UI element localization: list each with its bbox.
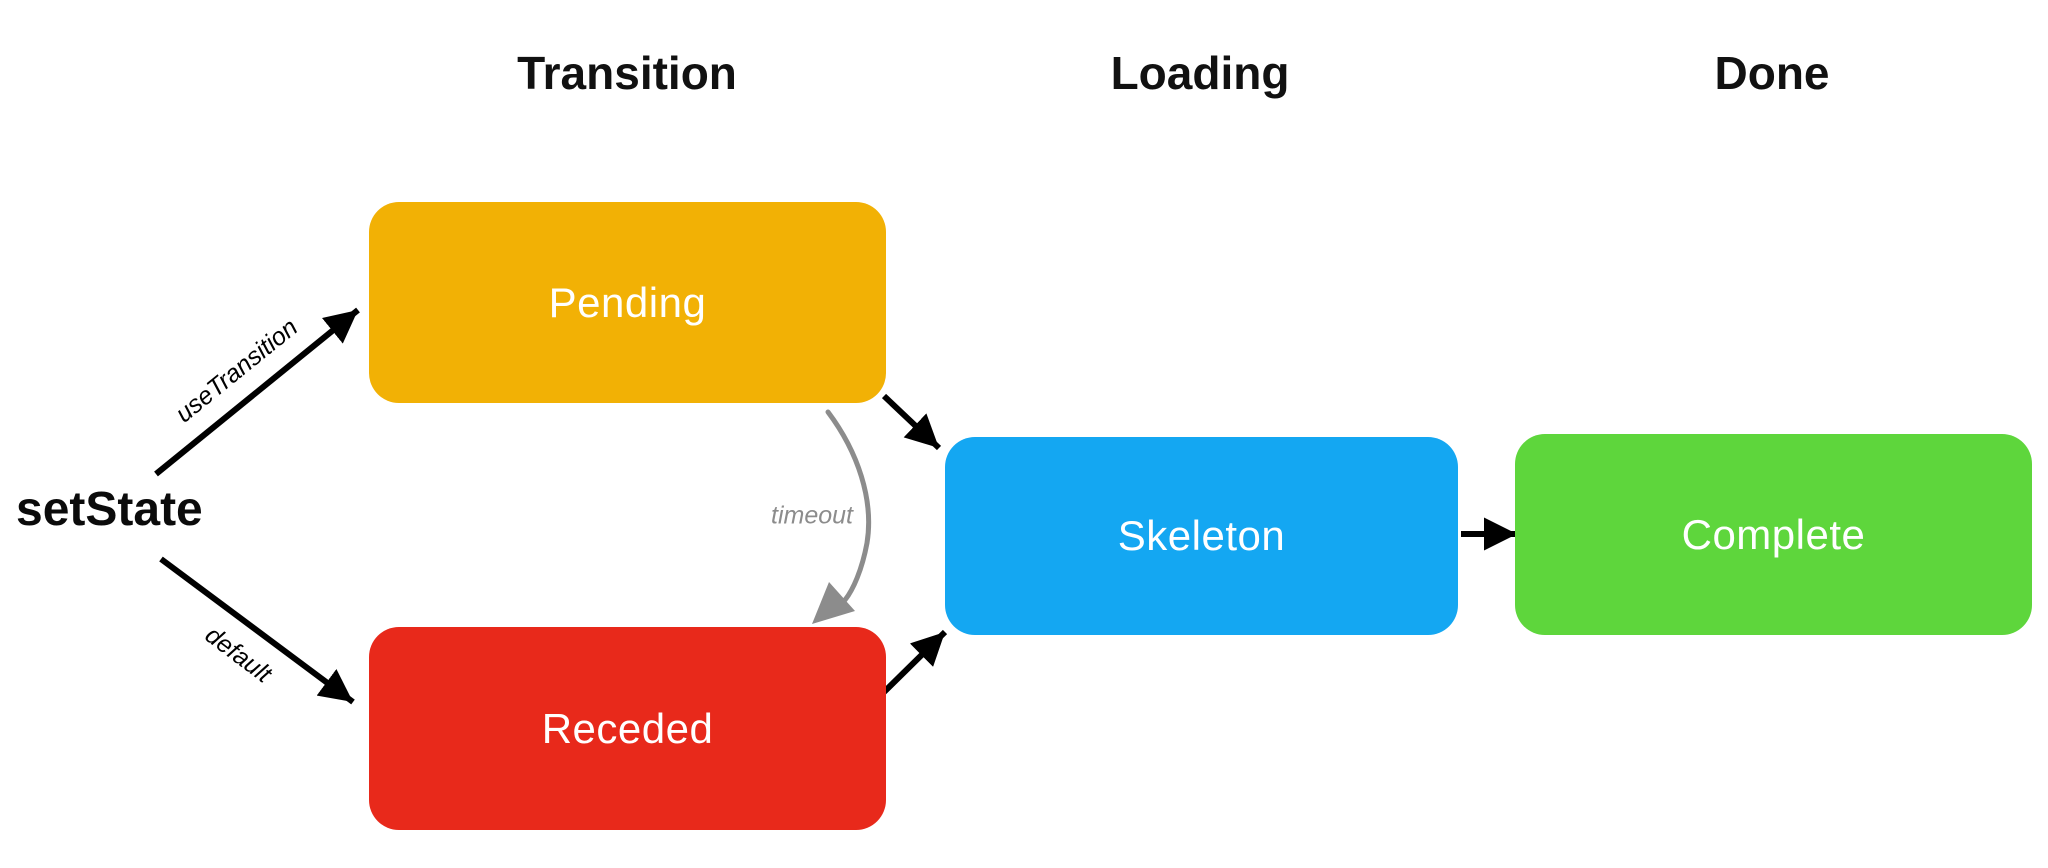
- edge-pending-to-skeleton-arrow: [881, 393, 942, 451]
- edge-receded-to-skeleton-arrow: [879, 629, 948, 697]
- column-header-loading: Loading: [1110, 47, 1290, 99]
- edge-label-default: default: [199, 620, 277, 689]
- node-receded-label: Receded: [541, 704, 714, 752]
- timeout-arrowhead-icon: [812, 582, 855, 624]
- setstate-label: setState: [16, 483, 203, 536]
- node-receded: Receded: [369, 627, 886, 830]
- node-pending-label: Pending: [548, 278, 707, 326]
- node-skeleton-label: Skeleton: [1117, 512, 1286, 559]
- node-complete-label: Complete: [1681, 510, 1866, 558]
- column-header-done: Done: [1714, 47, 1830, 99]
- edge-label-timeout: timeout: [771, 501, 853, 530]
- node-complete: Complete: [1515, 434, 2032, 635]
- edge-label-usetransition: useTransition: [170, 313, 304, 429]
- node-skeleton: Skeleton: [945, 437, 1458, 635]
- node-pending: Pending: [369, 202, 886, 403]
- column-header-transition: Transition: [517, 47, 737, 99]
